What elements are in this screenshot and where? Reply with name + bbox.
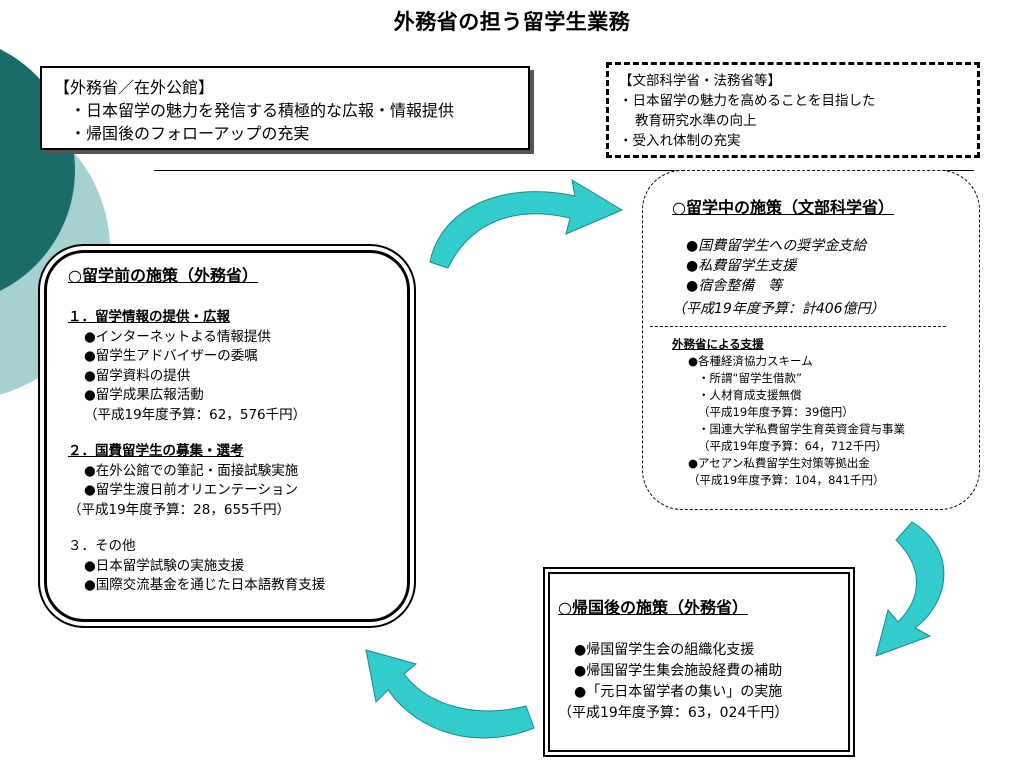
list-item: ●アセアン私費留学生対策等拠出金 <box>688 456 870 470</box>
mext-box-item: 教育研究水準の向上 <box>635 113 757 129</box>
budget-line: （平成19年度予算：62，576千円） <box>84 406 307 423</box>
mofa-box: 【外務省／在外公館】 ・日本留学の魅力を発信する積極的な広報・情報提供 ・帰国後… <box>40 66 530 150</box>
mofa-box-heading: 【外務省／在外公館】 <box>54 78 215 97</box>
during-study-box <box>642 170 980 510</box>
list-item: ●帰国留学生会の組織化支援 <box>574 642 755 658</box>
mext-box-item: ・日本留学の魅力を高めることを目指した <box>619 93 876 109</box>
list-item: （平成19年度予算：39億円） <box>698 405 854 419</box>
list-item: ●私費留学生支援 <box>686 258 797 274</box>
list-item: ●日本留学試験の実施支援 <box>84 557 245 574</box>
list-item: ●各種経済協力スキーム <box>688 354 813 368</box>
dashed-divider <box>650 326 946 327</box>
list-item: ●国際交流基金を通じた日本語教育支援 <box>84 577 326 593</box>
page-title: 外務省の担う留学生業務 <box>393 10 631 34</box>
section-title: ２．国費留学生の募集・選考 <box>68 443 244 459</box>
section-title: ３．その他 <box>68 538 136 554</box>
mofa-box-item: ・日本留学の魅力を発信する積極的な広報・情報提供 <box>70 101 455 120</box>
return-body: ●帰国留学生会の組織化支援 ●帰国留学生集会施設経費の補助 ●「元日本留学者の集… <box>558 640 788 724</box>
return-box <box>548 572 850 752</box>
list-item: ●留学生アドバイザーの委嘱 <box>84 348 258 364</box>
during-study-list: ●国費留学生への奨学金支給 ●私費留学生支援 ●宿舎整備 等 <box>686 236 866 296</box>
budget-line: （平成19年度予算：28，655千円） <box>68 501 291 518</box>
list-item: ●インターネットよる情報提供 <box>84 328 271 345</box>
list-item: ●留学資料の提供 <box>84 367 191 384</box>
list-item: ●宿舎整備 等 <box>686 278 783 294</box>
pre-study-heading: ○留学前の施策（外務省） <box>68 266 258 285</box>
mext-box: 【文部科学省・法務省等】 ・日本留学の魅力を高めることを目指した 教育研究水準の… <box>606 62 980 158</box>
pre-study-body: １．留学情報の提供・広報 ●インターネットよる情報提供 ●留学生アドバイザーの委… <box>68 308 325 596</box>
list-item: ●在外公館での筆記・面接試験実施 <box>84 462 299 479</box>
list-item: ●帰国留学生集会施設経費の補助 <box>574 663 783 679</box>
list-item: ・人材育成支援無償 <box>698 388 802 402</box>
mofa-support-title: 外務省による支援 <box>672 337 764 351</box>
pre-study-box <box>44 250 410 622</box>
return-heading: ○帰国後の施策（外務省） <box>558 598 748 617</box>
divider-line <box>154 170 974 171</box>
list-item: ●留学生渡日前オリエンテーション <box>84 482 299 498</box>
list-item: ●留学成果広報活動 <box>84 387 204 403</box>
budget-line: （平成19年度予算：63，024千円） <box>558 705 789 721</box>
arrow-pre-to-during-icon <box>429 178 624 269</box>
list-item: ・所謂“留学生借款” <box>698 371 802 385</box>
list-item: ・国連大学私費留学生育英資金貸与事業 <box>698 422 905 436</box>
list-item: ●「元日本留学者の集い」の実施 <box>574 684 783 700</box>
list-item: ●国費留学生への奨学金支給 <box>686 238 867 254</box>
mofa-support-section: 外務省による支援 ●各種経済協力スキーム ・所謂“留学生借款” ・人材育成支援無… <box>672 336 905 489</box>
during-study-heading: ○留学中の施策（文部科学省） <box>672 198 894 217</box>
arrow-during-to-return-icon <box>875 521 945 657</box>
section-title: １．留学情報の提供・広報 <box>68 309 230 325</box>
mofa-box-item: ・帰国後のフォローアップの充実 <box>70 124 310 143</box>
arrow-return-to-pre-icon <box>365 649 535 739</box>
mext-box-heading: 【文部科学省・法務省等】 <box>619 73 781 89</box>
list-item: （平成19年度予算：64，712千円） <box>698 439 888 453</box>
list-item: （平成19年度予算：104，841千円） <box>688 473 885 487</box>
mext-box-item: ・受入れ体制の充実 <box>619 133 741 149</box>
during-study-budget: （平成19年度予算：計406億円） <box>672 301 885 317</box>
